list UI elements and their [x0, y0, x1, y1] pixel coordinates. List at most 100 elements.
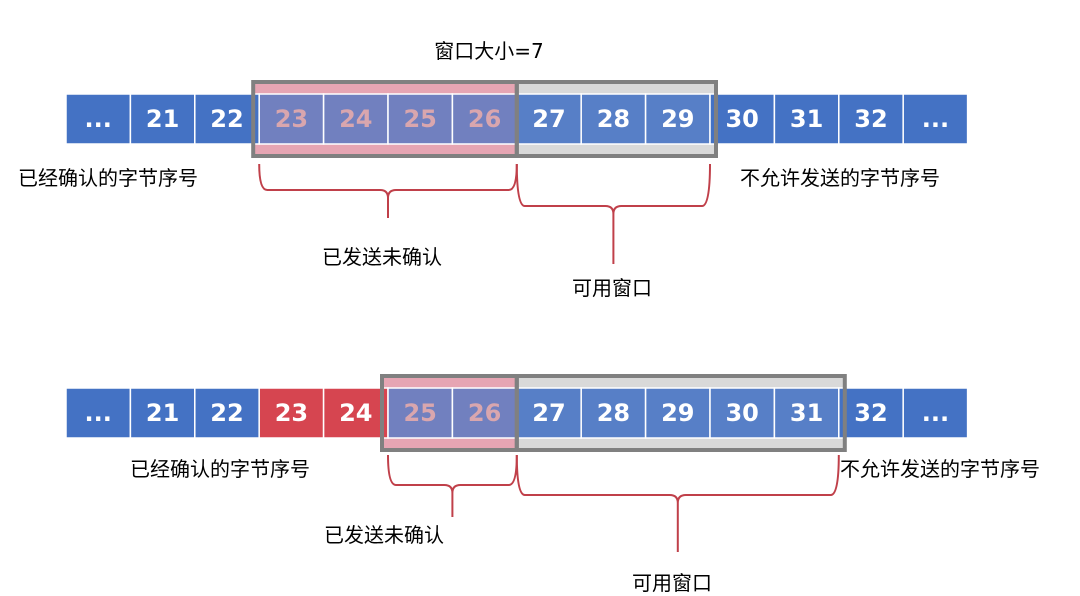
window-frames — [380, 374, 847, 452]
byte-cell-box — [129, 387, 196, 439]
byte-cell-box — [709, 93, 776, 145]
byte-cell: 22 — [194, 387, 260, 439]
byte-cell-label: 28 — [597, 105, 630, 133]
byte-cell-label: 30 — [725, 105, 758, 133]
byte-cell-box — [580, 387, 647, 439]
byte-cell-label: 32 — [854, 105, 887, 133]
acked-bytes-label: 已经确认的字节序号 — [18, 166, 198, 190]
byte-cell: 22 — [194, 93, 260, 145]
window-frames — [251, 80, 718, 158]
byte-cell-label: 29 — [661, 105, 694, 133]
byte-cell-label: 32 — [854, 399, 887, 427]
byte-cell-label: 21 — [146, 105, 179, 133]
byte-cell: ... — [902, 387, 969, 439]
byte-cell-label: 22 — [210, 105, 243, 133]
byte-cell-label: 23 — [275, 399, 308, 427]
byte-cell-box — [902, 387, 969, 439]
byte-cell: 23 — [258, 387, 325, 439]
byte-cell: 29 — [644, 387, 711, 439]
not-allowed-bytes-label: 不允许发送的字节序号 — [840, 457, 1040, 481]
byte-cell: 31 — [773, 93, 840, 145]
byte-cell-label: ... — [922, 399, 949, 427]
byte-cell: 29 — [644, 93, 711, 145]
byte-cell: 24 — [322, 93, 389, 145]
byte-cell-label: 23 — [275, 105, 308, 133]
sent-unacked-label: 已发送未确认 — [324, 523, 444, 547]
byte-cell: 24 — [322, 387, 389, 439]
byte-cell-label: 27 — [532, 105, 565, 133]
byte-cell-label: 30 — [725, 399, 758, 427]
byte-cells: ... 21 22 23 24 25 26 27 28 29 30 31 32... — [65, 387, 969, 439]
byte-cell-box — [65, 93, 132, 145]
byte-cell-label: 24 — [339, 399, 372, 427]
available-window-label: 可用窗口 — [632, 571, 712, 595]
not-allowed-bytes-label: 不允许发送的字节序号 — [740, 166, 940, 190]
byte-cells: ... 21 22 23 24 25 26 27 28 29 30 31 32... — [65, 93, 969, 145]
byte-cell-label: 26 — [468, 105, 501, 133]
row-after: ... 21 22 23 24 25 26 27 28 29 30 31 32... 已经确认的字节序号… — [65, 374, 1040, 595]
byte-cell-label: 22 — [210, 399, 243, 427]
sent-unacked-brace — [258, 163, 518, 199]
byte-cell: ... — [65, 387, 132, 439]
byte-cell-box — [516, 387, 582, 439]
row-before: ... 21 22 23 24 25 26 27 28 29 30 31 32... 已经确认的字节序号… — [18, 80, 969, 300]
byte-cell: 26 — [451, 93, 518, 145]
byte-cell: 25 — [387, 387, 454, 439]
byte-cell-box — [322, 387, 389, 439]
byte-cell-box — [838, 93, 904, 145]
available-window-brace — [515, 454, 840, 504]
sent-unacked-label: 已发送未确认 — [322, 245, 442, 269]
byte-cell: 21 — [129, 93, 196, 145]
window-size-label: 窗口大小=7 — [434, 39, 543, 63]
byte-cell-box — [194, 387, 260, 439]
byte-cell-box — [838, 387, 904, 439]
braces — [258, 163, 711, 264]
byte-cell-box — [129, 93, 196, 145]
byte-cell: 31 — [773, 387, 840, 439]
sent-unacked-brace — [387, 454, 518, 494]
available-window-label: 可用窗口 — [572, 276, 652, 300]
byte-cell-box — [387, 93, 454, 145]
byte-cell-label: 25 — [403, 105, 436, 133]
byte-cell: 23 — [258, 93, 325, 145]
byte-cell: 28 — [580, 387, 647, 439]
byte-cell-box — [902, 93, 969, 145]
byte-cell-label: 29 — [661, 399, 694, 427]
byte-cell-label: ... — [922, 105, 949, 133]
byte-cell-box — [258, 387, 325, 439]
byte-cell-label: ... — [85, 399, 112, 427]
braces — [387, 454, 840, 552]
byte-cell: 30 — [709, 387, 776, 439]
byte-cell: 21 — [129, 387, 196, 439]
available-window-brace — [515, 163, 711, 215]
byte-cell-label: 25 — [403, 399, 436, 427]
byte-cell: 26 — [451, 387, 518, 439]
available-window-frame — [514, 374, 847, 452]
byte-cell-label: 24 — [339, 105, 372, 133]
byte-cell-box — [709, 387, 776, 439]
byte-cell: ... — [65, 93, 132, 145]
byte-cell-box — [451, 387, 518, 439]
byte-cell: ... — [902, 93, 969, 145]
byte-cell-label: 26 — [468, 399, 501, 427]
byte-cell: 28 — [580, 93, 647, 145]
byte-cell-box — [644, 93, 711, 145]
byte-cell: 27 — [516, 93, 582, 145]
byte-cell-box — [258, 93, 325, 145]
byte-cell-box — [194, 93, 260, 145]
byte-cell-label: 28 — [597, 399, 630, 427]
available-window-frame — [514, 80, 718, 158]
byte-cell-label: ... — [85, 105, 112, 133]
byte-cell-label: 21 — [146, 399, 179, 427]
byte-cell-label: 27 — [532, 399, 565, 427]
byte-cell-box — [65, 387, 132, 439]
byte-cell: 30 — [709, 93, 776, 145]
byte-cell-box — [516, 93, 582, 145]
byte-cell-label: 31 — [790, 399, 823, 427]
byte-cell-box — [773, 93, 840, 145]
byte-cell: 32 — [838, 387, 904, 439]
byte-cell: 25 — [387, 93, 454, 145]
acked-bytes-label: 已经确认的字节序号 — [130, 457, 310, 481]
byte-cell-label: 31 — [790, 105, 823, 133]
